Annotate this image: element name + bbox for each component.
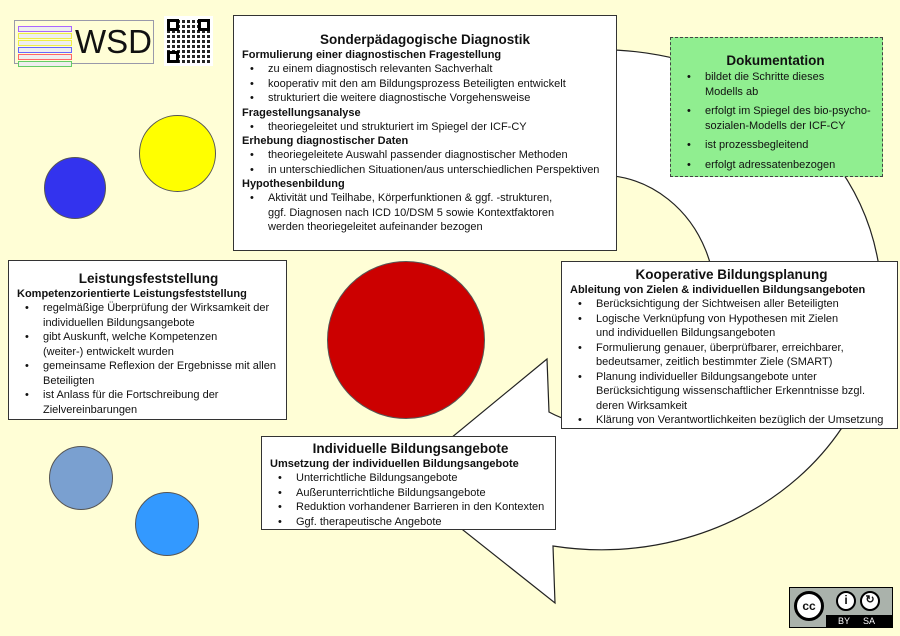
diagnostik-title: Sonderpädagogische Diagnostik xyxy=(319,32,531,47)
section-heading: Erhebung diagnostischer Daten xyxy=(242,135,409,147)
light-blue-circle xyxy=(135,492,199,556)
list-item: erfolgt im Spiegel des bio-psycho-sozial… xyxy=(679,104,872,133)
leistung-title: Leistungsfeststellung xyxy=(78,271,219,286)
dokumentation-box: Dokumentation bildet die Schritte dieses… xyxy=(670,37,883,177)
qr-code-icon xyxy=(164,16,213,66)
list-item: gibt Auskunft, welche Kompetenzen (weite… xyxy=(17,330,280,359)
list-item: Klärung von Verantwortlichkeiten bezügli… xyxy=(570,413,893,428)
wsd-logo: WSD xyxy=(14,20,154,67)
list-item: ist Anlass für die Fortschreibung der Zi… xyxy=(17,388,280,417)
list-item: kooperativ mit den am Bildungsprozess Be… xyxy=(242,77,608,92)
list-item: Planung individueller Bildungsangebote u… xyxy=(570,370,893,414)
section-heading: Ableitung von Zielen & individuellen Bil… xyxy=(570,284,866,296)
list-item: Aktivität und Teilhabe, Körperfunktionen… xyxy=(242,191,608,235)
sa-share-alike-icon: ↻ xyxy=(860,591,880,611)
kooperativ-box: Kooperative Bildungsplanung Ableitung vo… xyxy=(561,261,898,429)
section-heading: Umsetzung der individuellen Bildungsange… xyxy=(270,458,519,470)
cc-icon: cc xyxy=(794,591,824,621)
section-heading: Fragestellungsanalyse xyxy=(242,106,361,119)
list-item: zu einem diagnostisch relevanten Sachver… xyxy=(242,62,608,77)
list-item: theoriegeleitet und strukturiert im Spie… xyxy=(242,120,608,135)
steel-blue-circle xyxy=(49,446,113,510)
list-item: ist prozessbegleitend xyxy=(679,138,872,153)
list-item: erfolgt adressatenbezogen xyxy=(679,158,872,173)
by-attribution-icon: i xyxy=(836,591,856,611)
cc-by-sa-badge[interactable]: cc i ↻ BY SA xyxy=(789,587,893,628)
list-item: strukturiert die weitere diagnostische V… xyxy=(242,91,608,106)
logo-text: WSD xyxy=(75,23,152,60)
by-label: BY xyxy=(838,616,851,626)
list-item: bildet die Schritte dieses Modells ab xyxy=(679,70,872,99)
logo-diagram-icon xyxy=(18,26,72,67)
list-item: Formulierung genauer, überprüfbarer, err… xyxy=(570,341,893,370)
section-heading: Kompetenzorientierte Leistungsfeststellu… xyxy=(17,288,247,300)
individuell-title: Individuelle Bildungsangebote xyxy=(312,441,509,456)
list-item: Berücksichtigung der Sichtweisen aller B… xyxy=(570,297,893,312)
list-item: Logische Verknüpfung von Hypothesen mit … xyxy=(570,312,893,341)
section-heading: Formulierung einer diagnostischen Frages… xyxy=(242,49,502,61)
list-item: gemeinsame Reflexion der Ergebnisse mit … xyxy=(17,359,280,388)
dokumentation-title: Dokumentation xyxy=(726,53,825,68)
yellow-circle xyxy=(139,115,216,192)
list-item: Reduktion vorhandener Barrieren in den K… xyxy=(270,500,551,515)
diagnostik-box: Sonderpädagogische Diagnostik Formulieru… xyxy=(233,15,617,251)
list-item: Unterrichtliche Bildungsangebote xyxy=(270,471,551,486)
sa-label: SA xyxy=(863,616,876,626)
list-item: Ggf. therapeutische Angebote xyxy=(270,515,551,530)
list-item: theoriegeleitete Auswahl passender diagn… xyxy=(242,148,608,163)
kooperativ-title: Kooperative Bildungsplanung xyxy=(635,267,828,282)
list-item: Außerunterrichtliche Bildungsangebote xyxy=(270,486,551,501)
red-circle xyxy=(327,261,485,419)
leistung-box: Leistungsfeststellung Kompetenzorientier… xyxy=(8,260,287,420)
list-item: in unterschiedlichen Situationen/aus unt… xyxy=(242,163,608,178)
individuell-box: Individuelle Bildungsangebote Umsetzung … xyxy=(261,436,556,530)
list-item: regelmäßige Überprüfung der Wirksamkeit … xyxy=(17,301,280,330)
section-heading: Hypothesenbildung xyxy=(242,178,345,190)
blue-circle xyxy=(44,157,106,219)
